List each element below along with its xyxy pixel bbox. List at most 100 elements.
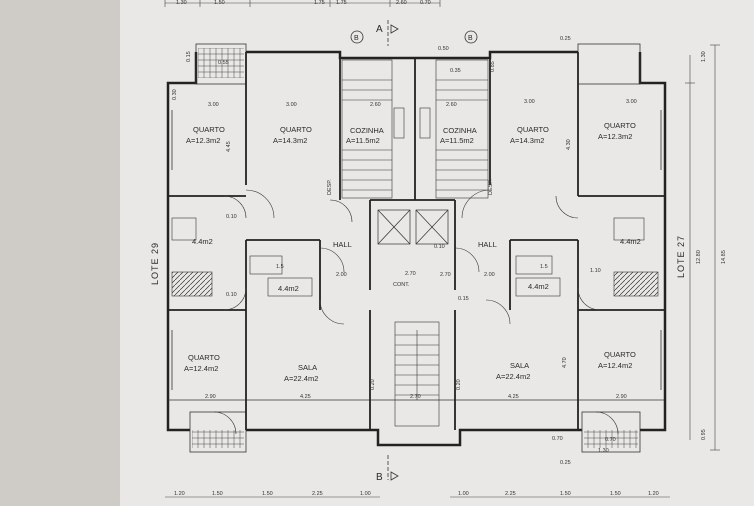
room-name: QUARTO (604, 121, 636, 130)
dim-inner: 0.55 (218, 60, 229, 66)
dim-top-4: 1.75 (336, 0, 347, 6)
dim-inner: 3.00 (626, 99, 637, 105)
dim-inner: 1.5 (540, 264, 548, 270)
dim-inner: 4.45 (226, 141, 232, 152)
room-name: CONT. (393, 282, 410, 288)
dim-inner: 2.60 (370, 102, 381, 108)
dim-inner: 0.10 (226, 214, 237, 220)
svg-text:B: B (468, 35, 473, 42)
dim-inner: 3.00 (286, 102, 297, 108)
dim-inner: 3.00 (524, 99, 535, 105)
balcony-bottom-left (192, 430, 244, 448)
dim-inner: 0.10 (226, 292, 237, 298)
dim-top-6: 0.70 (420, 0, 431, 6)
dim-inner: 2.00 (336, 272, 347, 278)
lot-label-right: LOTE 27 (676, 235, 686, 278)
dim-bottom-r1: 1.00 (458, 491, 469, 497)
room-name: QUARTO (604, 350, 636, 359)
kitchen-right-counter (419, 59, 489, 199)
central-staircase (394, 321, 440, 427)
dim-inner: 2.70 (410, 394, 421, 400)
paper-shadow (0, 0, 120, 506)
room-name: HALL (333, 240, 352, 249)
dim-inner: 1.10 (590, 268, 601, 274)
room-area: A=12.4m2 (184, 364, 218, 373)
dim-bottom-l3: 1.50 (262, 491, 273, 497)
dim-inner: 0.30 (172, 89, 178, 100)
dim-bottom-l2: 1.50 (212, 491, 223, 497)
room-name: SALA (298, 363, 317, 372)
dim-inner: 0.50 (438, 46, 449, 52)
dim-inner: 1.30 (598, 448, 609, 454)
room-name: 4.4m2 (278, 284, 299, 293)
dim-bottom-r4: 1.50 (610, 491, 621, 497)
dim-inner: 3.00 (208, 102, 219, 108)
balcony-bottom-right (584, 430, 638, 448)
right-dimension-lines (685, 44, 720, 451)
section-marker-a: A (376, 20, 399, 46)
dim-right-3: 14.85 (721, 250, 727, 264)
dim-inner: 2.60 (446, 102, 457, 108)
elevator-shafts (377, 209, 449, 245)
room-name: 4.4m2 (192, 237, 213, 246)
dim-top-5: 2.60 (396, 0, 407, 6)
dim-inner: 0.25 (560, 36, 571, 42)
dim-bottom-l1: 1.20 (174, 491, 185, 497)
dim-inner: 2.70 (405, 271, 416, 277)
bath-fixtures (171, 217, 659, 297)
room-area: A=12.4m2 (598, 361, 632, 370)
window-marks (171, 110, 662, 390)
room-name: HALL (478, 240, 497, 249)
dim-inner: 4.25 (508, 394, 519, 400)
balcony-top-left (198, 48, 244, 78)
dim-inner: 4.30 (566, 139, 572, 150)
dim-inner: 2.00 (484, 272, 495, 278)
room-name: QUARTO (193, 125, 225, 134)
dim-right-2: 12.80 (696, 250, 702, 264)
section-b-label: B (376, 472, 383, 483)
kitchen-left-counter (341, 59, 405, 199)
room-name: COZINHA (443, 126, 477, 135)
dim-bottom-r2: 2.25 (505, 491, 516, 497)
top-dimension-strip (164, 0, 441, 7)
dim-inner: 0.20 (370, 379, 376, 390)
room-name: QUARTO (517, 125, 549, 134)
dim-right-4: 0.95 (701, 429, 707, 440)
dim-inner: 4.25 (300, 394, 311, 400)
room-area: A=11.5m2 (440, 136, 474, 145)
dim-top-3: 1.75 (314, 0, 325, 6)
room-name: QUARTO (188, 353, 220, 362)
dim-inner: 1.5 (276, 264, 284, 270)
dim-right-1: 1.30 (701, 51, 707, 62)
interior-walls (168, 52, 665, 430)
grid-bubble-left: B (350, 30, 364, 44)
dim-inner: 2.90 (205, 394, 216, 400)
room-name: QUARTO (280, 125, 312, 134)
dim-inner: 0.20 (456, 379, 462, 390)
dim-inner: 0.70 (552, 436, 563, 442)
dim-inner: 0.85 (490, 61, 496, 72)
room-area: A=14.3m2 (273, 136, 307, 145)
room-name: DESP. (488, 179, 494, 195)
room-name: 4.4m2 (620, 237, 641, 246)
dim-inner: 0.10 (434, 244, 445, 250)
dim-top-1: 1.30 (176, 0, 187, 6)
section-marker-b: B (376, 455, 399, 483)
dim-inner: 0.15 (458, 296, 469, 302)
door-swings (213, 189, 619, 435)
dim-inner: 2.90 (616, 394, 627, 400)
dim-top-2: 1.50 (214, 0, 225, 6)
dim-inner: 0.70 (605, 437, 616, 443)
dim-inner: 0.25 (560, 460, 571, 466)
room-name: COZINHA (350, 126, 384, 135)
room-area: A=11.5m2 (346, 136, 380, 145)
room-name: 4.4m2 (528, 282, 549, 291)
room-area: A=12.3m2 (598, 132, 632, 141)
room-area: A=22.4m2 (496, 372, 530, 381)
room-area: A=12.3m2 (186, 136, 220, 145)
room-area: A=22.4m2 (284, 374, 318, 383)
grid-bubble-right: B (464, 30, 478, 44)
svg-text:B: B (354, 35, 359, 42)
section-a-label: A (376, 24, 383, 35)
